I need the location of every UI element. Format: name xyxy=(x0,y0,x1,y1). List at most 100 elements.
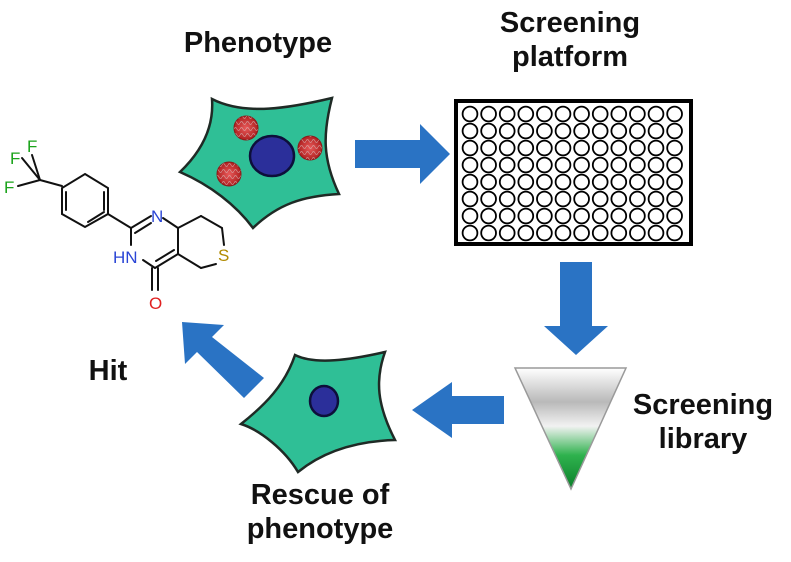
well xyxy=(610,173,628,191)
well xyxy=(591,156,609,174)
well xyxy=(461,105,479,123)
well xyxy=(666,156,683,174)
well xyxy=(498,224,516,242)
label-screening-platform: Screening platform xyxy=(499,7,641,73)
well xyxy=(554,173,572,191)
well xyxy=(666,224,683,242)
well xyxy=(647,139,665,157)
well xyxy=(517,224,535,242)
well xyxy=(610,224,628,242)
well xyxy=(498,190,516,208)
well xyxy=(554,224,572,242)
well xyxy=(498,207,516,225)
well xyxy=(461,190,479,208)
well xyxy=(461,122,479,140)
well xyxy=(647,105,665,123)
well xyxy=(536,156,553,174)
well xyxy=(666,122,683,140)
well xyxy=(647,224,665,242)
phenotype-cell xyxy=(177,96,341,230)
well xyxy=(629,224,646,242)
well xyxy=(480,224,497,242)
well xyxy=(610,156,628,174)
well xyxy=(517,207,535,225)
well xyxy=(461,139,479,157)
well xyxy=(573,122,590,140)
atom-nh: HN xyxy=(113,248,138,267)
well xyxy=(591,207,609,225)
well xyxy=(573,156,590,174)
well xyxy=(480,207,497,225)
rescued-cell xyxy=(238,350,398,474)
well xyxy=(554,190,572,208)
well xyxy=(554,105,572,123)
hit-molecule xyxy=(17,154,225,291)
well xyxy=(536,139,553,157)
well xyxy=(536,207,553,225)
well xyxy=(480,122,497,140)
well xyxy=(536,173,553,191)
well xyxy=(610,122,628,140)
well xyxy=(629,122,646,140)
well xyxy=(517,173,535,191)
label-screening-library: Screening library xyxy=(632,389,774,455)
well xyxy=(629,156,646,174)
well xyxy=(498,122,516,140)
well xyxy=(461,156,479,174)
well xyxy=(591,190,609,208)
well xyxy=(573,224,590,242)
screening-library-cone xyxy=(513,367,628,491)
protein-aggregate-1 xyxy=(233,115,259,141)
well-plate xyxy=(454,99,693,246)
well xyxy=(461,224,479,242)
well xyxy=(573,207,590,225)
well xyxy=(536,224,553,242)
well xyxy=(554,122,572,140)
well xyxy=(610,139,628,157)
atom-f-1: F xyxy=(10,149,20,168)
well xyxy=(647,207,665,225)
well xyxy=(517,139,535,157)
well xyxy=(517,156,535,174)
rescued-cell-nucleus xyxy=(308,384,340,418)
well xyxy=(573,190,590,208)
well xyxy=(480,156,497,174)
well xyxy=(647,190,665,208)
arrow-to-rescue xyxy=(412,382,504,438)
well xyxy=(591,139,609,157)
well xyxy=(536,105,553,123)
well xyxy=(647,156,665,174)
well xyxy=(517,122,535,140)
well xyxy=(591,122,609,140)
well xyxy=(480,139,497,157)
well xyxy=(610,105,628,123)
well xyxy=(666,139,683,157)
well xyxy=(610,207,628,225)
well xyxy=(573,105,590,123)
well xyxy=(629,207,646,225)
well xyxy=(666,207,683,225)
well xyxy=(480,105,497,123)
arrow-to-library xyxy=(544,262,608,355)
well xyxy=(666,190,683,208)
well xyxy=(573,139,590,157)
atom-o: O xyxy=(149,294,162,313)
well xyxy=(591,224,609,242)
well xyxy=(536,122,553,140)
atom-s: S xyxy=(218,246,229,265)
protein-aggregate-2 xyxy=(297,135,323,161)
well xyxy=(536,190,553,208)
arrow-to-platform xyxy=(355,124,450,184)
phenotype-cell-nucleus xyxy=(248,134,296,178)
well xyxy=(498,173,516,191)
well xyxy=(647,122,665,140)
well xyxy=(610,190,628,208)
label-hit: Hit xyxy=(88,355,128,387)
well xyxy=(498,105,516,123)
well xyxy=(498,156,516,174)
well xyxy=(629,105,646,123)
well xyxy=(666,105,683,123)
well xyxy=(591,105,609,123)
